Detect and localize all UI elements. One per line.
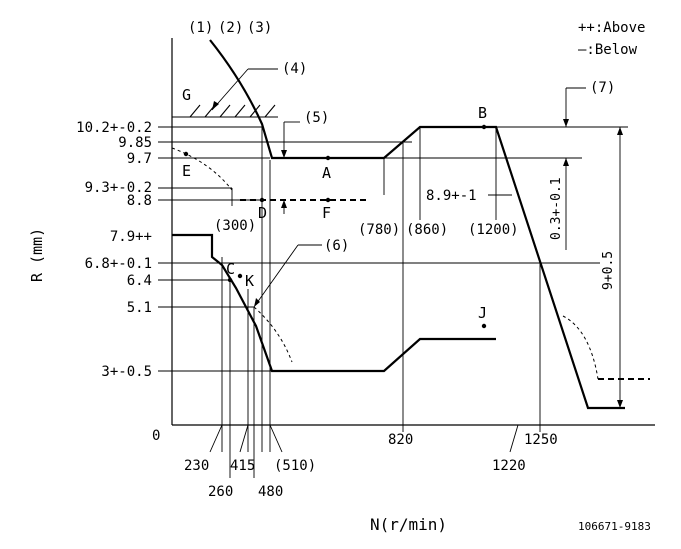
y-tick-3: 3+-0.5 <box>101 364 152 380</box>
label-780: (780) <box>358 222 400 238</box>
point-dots <box>183 124 487 329</box>
dotted-curves <box>171 147 599 380</box>
point-letters: A B C D E F G J K <box>182 86 487 322</box>
vertical-guides <box>221 124 541 478</box>
callout-3: (3) <box>247 20 272 36</box>
callout-1: (1) <box>188 20 213 36</box>
origin-label: 0 <box>152 428 160 444</box>
arrow-5-up <box>281 200 287 208</box>
point-c-dot <box>227 277 233 283</box>
callout-4: (4) <box>282 61 307 77</box>
point-b-dot <box>481 124 487 130</box>
x-tick-1220: 1220 <box>492 458 526 474</box>
point-j-dot <box>481 323 487 329</box>
point-k: K <box>245 272 254 290</box>
arrow-6 <box>254 298 260 307</box>
point-e: E <box>182 162 191 180</box>
y-tick-5-1: 5.1 <box>127 300 152 316</box>
axes <box>171 38 655 426</box>
stopper-hatch <box>172 104 278 118</box>
callout-2: (2) <box>218 20 243 36</box>
y-axis-label: R (mm) <box>28 228 46 282</box>
point-b: B <box>478 104 487 122</box>
lower-curve <box>172 233 496 373</box>
x-tick-1250: 1250 <box>524 432 558 448</box>
arrow-9-bottom <box>617 400 623 408</box>
main-curve <box>172 39 625 410</box>
x-tick-415: 415 <box>230 458 255 474</box>
point-g: G <box>182 86 191 104</box>
x-tick-230: 230 <box>184 458 209 474</box>
arrow-9-top <box>617 127 623 135</box>
point-f-dot <box>325 197 331 203</box>
label-860: (860) <box>406 222 448 238</box>
x-tick-480: 480 <box>258 484 283 500</box>
callout-6: (6) <box>324 238 349 254</box>
arrowheads <box>212 101 623 408</box>
point-a: A <box>322 164 331 182</box>
y-tick-6-8: 6.8+-0.1 <box>85 256 152 272</box>
label-300: (300) <box>214 218 256 234</box>
point-d-dot <box>259 197 265 203</box>
upper-curve <box>209 39 625 410</box>
label-1200: (1200) <box>468 222 519 238</box>
arrow-5-down <box>281 150 287 158</box>
x-tick-820: 820 <box>388 432 413 448</box>
x-tick-stubs <box>209 424 541 453</box>
y-tick-7-9: 7.9++ <box>110 229 152 245</box>
horizontal-guides <box>158 126 628 372</box>
label-8-9: 8.9+-1 <box>426 188 477 204</box>
y-tick-6-4: 6.4 <box>127 273 152 289</box>
y-tick-8-8: 8.8 <box>127 193 152 209</box>
x-tick-510: (510) <box>274 458 316 474</box>
inline-labels: (300) (780) (860) (1200) 8.9+-1 <box>214 188 519 238</box>
y-tick-9-85: 9.85 <box>118 135 152 151</box>
y-tick-9-7: 9.7 <box>127 151 152 167</box>
doc-id: 106671-9183 <box>578 520 651 533</box>
arrow-4 <box>212 101 219 110</box>
callout-5: (5) <box>304 110 329 126</box>
point-a-dot <box>325 155 331 161</box>
y-tick-labels: 10.2+-0.2 9.85 9.7 9.3+-0.2 8.8 7.9++ 6.… <box>76 120 152 380</box>
point-k-dot <box>237 273 243 279</box>
x-tick-labels: 230 260 415 480 (510) 820 1220 1250 <box>184 432 558 500</box>
legend-below: —:Below <box>578 42 638 58</box>
point-c: C <box>226 260 235 278</box>
point-e-dot <box>183 151 189 157</box>
label-9: 9+0.5 <box>601 251 616 290</box>
y-tick-10-2: 10.2+-0.2 <box>76 120 152 136</box>
y-tick-9-3: 9.3+-0.2 <box>85 180 152 196</box>
point-d: D <box>258 204 267 222</box>
x-tick-260: 260 <box>208 484 233 500</box>
arrow-7-up <box>563 158 569 166</box>
point-j: J <box>478 304 487 322</box>
x-axis-label: N(r/min) <box>370 515 447 534</box>
callout-7: (7) <box>590 80 615 96</box>
legend-above: ++:Above <box>578 20 645 36</box>
label-0-3: 0.3+-0.1 <box>549 177 564 240</box>
point-f: F <box>322 204 331 222</box>
arrow-7-down <box>563 119 569 127</box>
